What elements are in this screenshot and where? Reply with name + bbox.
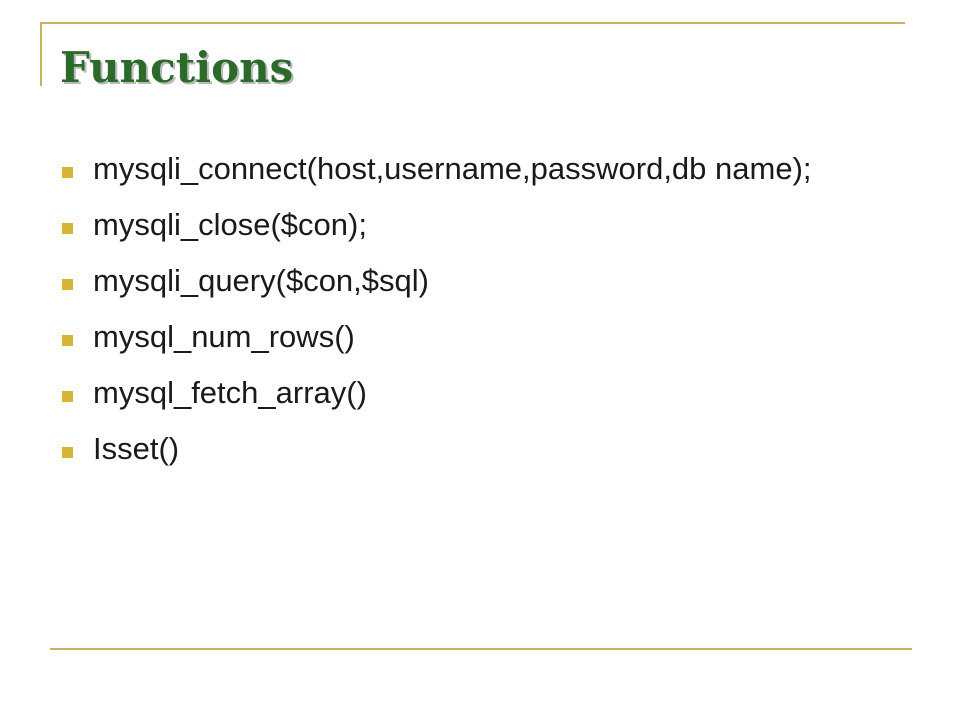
list-item: Isset() <box>62 430 897 468</box>
bullet-text: mysql_num_rows() <box>93 319 355 354</box>
slide-title: Functions <box>60 43 294 92</box>
bullet-text: mysqli_query($con,$sql) <box>93 263 429 298</box>
list-item: mysql_fetch_array() <box>62 374 897 412</box>
square-bullet-icon <box>62 223 73 234</box>
square-bullet-icon <box>62 279 73 290</box>
bullet-text: mysqli_connect(host,username,password,db… <box>93 151 812 186</box>
bullet-text: mysqli_close($con); <box>93 207 367 242</box>
list-item: mysqli_connect(host,username,password,db… <box>62 150 897 188</box>
frame-bottom-line <box>50 648 912 650</box>
square-bullet-icon <box>62 391 73 402</box>
bullet-list: mysqli_connect(host,username,password,db… <box>62 150 897 486</box>
list-item: mysqli_close($con); <box>62 206 897 244</box>
list-item: mysqli_query($con,$sql) <box>62 262 897 300</box>
square-bullet-icon <box>62 167 73 178</box>
bullet-text: Isset() <box>93 431 180 466</box>
bullet-text: mysql_fetch_array() <box>93 375 367 410</box>
frame-left-line <box>40 22 42 86</box>
frame-top-line <box>40 22 905 24</box>
square-bullet-icon <box>62 335 73 346</box>
square-bullet-icon <box>62 447 73 458</box>
list-item: mysql_num_rows() <box>62 318 897 356</box>
